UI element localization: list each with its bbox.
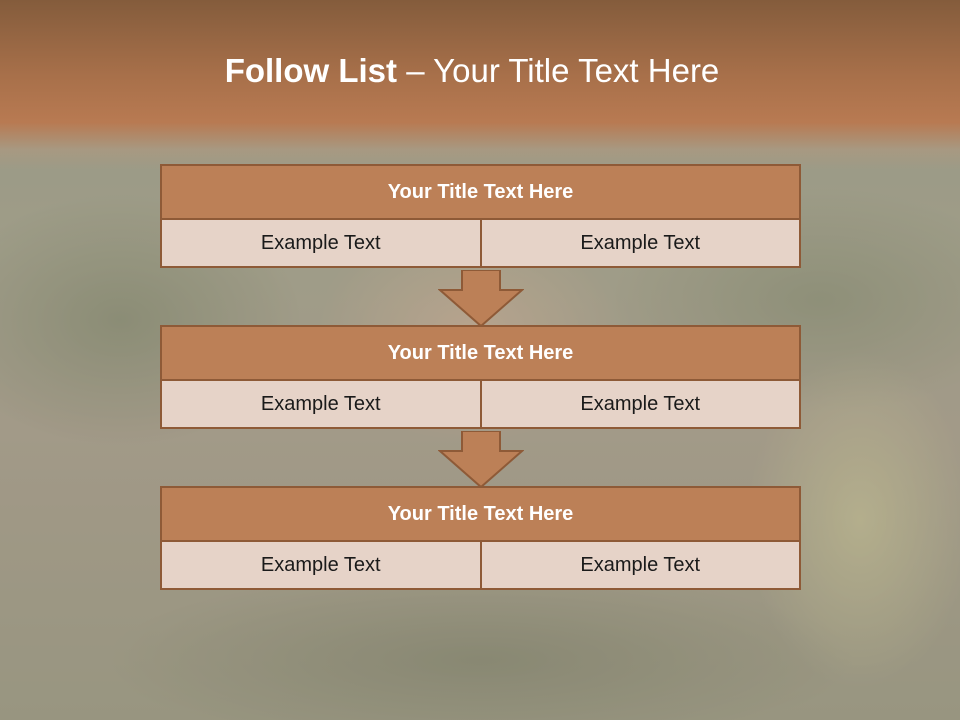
block-title: Your Title Text Here bbox=[160, 164, 801, 220]
block-cell-left: Example Text bbox=[162, 220, 480, 266]
block-row: Example Text Example Text bbox=[160, 542, 801, 590]
down-arrow-icon bbox=[438, 431, 524, 489]
down-arrow-icon bbox=[438, 270, 524, 328]
block-row: Example Text Example Text bbox=[160, 381, 801, 429]
slide-title-bold: Follow List bbox=[224, 52, 398, 89]
list-block-1: Your Title Text Here Example Text Exampl… bbox=[160, 164, 801, 268]
block-title: Your Title Text Here bbox=[160, 325, 801, 381]
header-band bbox=[0, 0, 960, 170]
block-cell-right: Example Text bbox=[479, 542, 799, 588]
list-block-3: Your Title Text Here Example Text Exampl… bbox=[160, 486, 801, 590]
block-cell-right: Example Text bbox=[479, 381, 799, 427]
block-title: Your Title Text Here bbox=[160, 486, 801, 542]
block-cell-left: Example Text bbox=[162, 381, 480, 427]
slide-title: Follow List – Your Title Text Here bbox=[0, 52, 944, 90]
block-cell-right: Example Text bbox=[479, 220, 799, 266]
block-row: Example Text Example Text bbox=[160, 220, 801, 268]
block-cell-left: Example Text bbox=[162, 542, 480, 588]
list-block-2: Your Title Text Here Example Text Exampl… bbox=[160, 325, 801, 429]
slide-title-rest: – Your Title Text Here bbox=[397, 52, 720, 89]
